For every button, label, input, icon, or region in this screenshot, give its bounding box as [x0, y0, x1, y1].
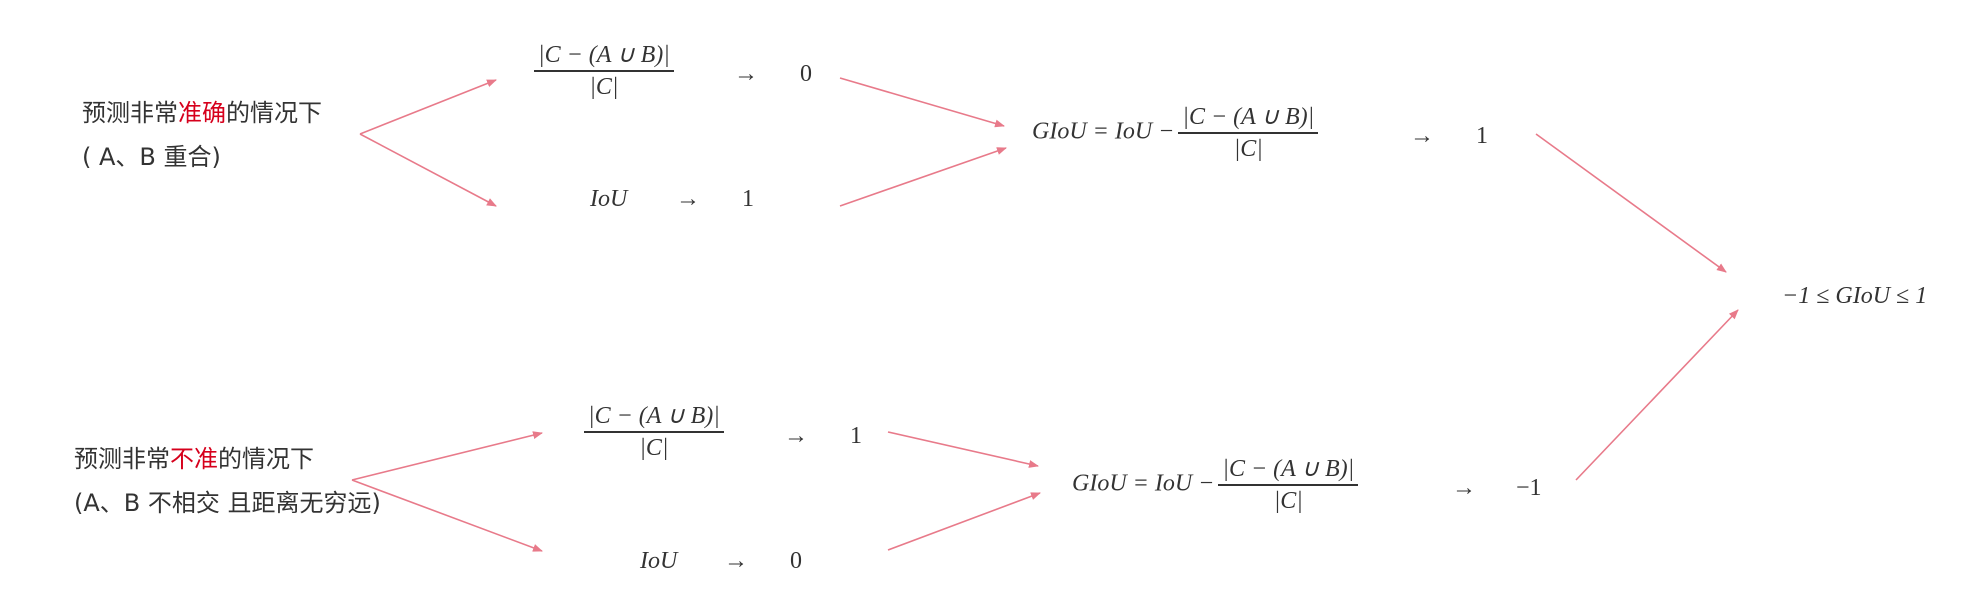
top-fraction-numerator: |C − (A ∪ B)| [538, 42, 670, 68]
top-case-label: 预测非常准确的情况下 [82, 98, 322, 128]
top-giou-lhs: GIoU = IoU − [1032, 118, 1175, 145]
top-fraction-limit: 0 [800, 61, 812, 87]
bottom-giou-fraction-denominator: |C| [1273, 487, 1303, 514]
arrow-bottom-label-to-frac [351, 431, 543, 481]
bottom-fraction-arrow: → [784, 423, 808, 449]
bottom-fraction-bar [584, 431, 724, 433]
bottom-giou-fraction-numerator: |C − (A ∪ B)| [1222, 456, 1355, 482]
arrow-top-label-to-frac [359, 79, 497, 135]
bottom-giou-formula: GIoU = IoU − |C − (A ∪ B)| |C| [1072, 454, 1362, 516]
arrow-top-label-to-iou [359, 133, 497, 207]
top-giou-limit: 1 [1476, 123, 1488, 149]
top-iou: IoU [590, 186, 628, 212]
top-giou-fraction-denominator: |C| [1233, 135, 1263, 162]
bottom-label-pre: 预测非常 [74, 445, 170, 473]
bottom-giou-lhs: GIoU = IoU − [1072, 470, 1215, 497]
bottom-giou-limit: −1 [1516, 475, 1542, 501]
top-label-highlight: 准确 [178, 99, 226, 127]
bottom-giou-fraction: |C − (A ∪ B)| |C| [1218, 454, 1359, 516]
arrow-top-giou-to-result [1535, 133, 1727, 273]
bottom-case-sublabel: (A、B 不相交 且距离无穷远) [74, 489, 381, 517]
bottom-fraction-numerator: |C − (A ∪ B)| [588, 403, 720, 429]
top-giou-fraction: |C − (A ∪ B)| |C| [1178, 102, 1319, 164]
arrow-top-frac-to-giou [839, 77, 1005, 128]
bottom-iou-limit: 0 [790, 548, 802, 574]
top-iou-arrow: → [676, 186, 700, 212]
bottom-case-label: 预测非常不准的情况下 [74, 444, 314, 474]
bottom-iou-arrow: → [724, 548, 748, 574]
result-inequality: −1 ≤ GIoU ≤ 1 [1782, 283, 1928, 309]
bottom-fraction-limit: 1 [850, 423, 862, 449]
top-label-post: 的情况下 [226, 99, 322, 127]
bottom-fraction: |C − (A ∪ B)| |C| [584, 401, 724, 463]
bottom-label-post: 的情况下 [218, 445, 314, 473]
top-iou-limit: 1 [742, 186, 754, 212]
bottom-iou: IoU [640, 548, 678, 574]
top-fraction: |C − (A ∪ B)| |C| [534, 40, 674, 102]
top-giou-formula: GIoU = IoU − |C − (A ∪ B)| |C| [1032, 102, 1322, 164]
bottom-giou-fraction-bar [1218, 484, 1359, 486]
top-fraction-arrow: → [734, 61, 758, 87]
arrow-bottom-giou-to-result [1575, 309, 1739, 481]
bottom-label-highlight: 不准 [170, 445, 218, 473]
arrow-bottom-frac-to-giou [887, 431, 1039, 468]
bottom-giou-arrow: → [1452, 475, 1476, 501]
top-giou-fraction-numerator: |C − (A ∪ B)| [1182, 104, 1315, 130]
top-giou-arrow: → [1410, 123, 1434, 149]
arrow-bottom-iou-to-giou [887, 492, 1041, 551]
arrow-top-iou-to-giou [839, 147, 1007, 207]
top-label-pre: 预测非常 [82, 99, 178, 127]
top-case-sublabel: ( A、B 重合) [82, 143, 221, 171]
top-fraction-bar [534, 70, 674, 72]
top-fraction-denominator: |C| [589, 73, 619, 100]
top-giou-fraction-bar [1178, 132, 1319, 134]
bottom-fraction-denominator: |C| [639, 434, 669, 461]
arrow-bottom-label-to-iou [351, 479, 543, 552]
